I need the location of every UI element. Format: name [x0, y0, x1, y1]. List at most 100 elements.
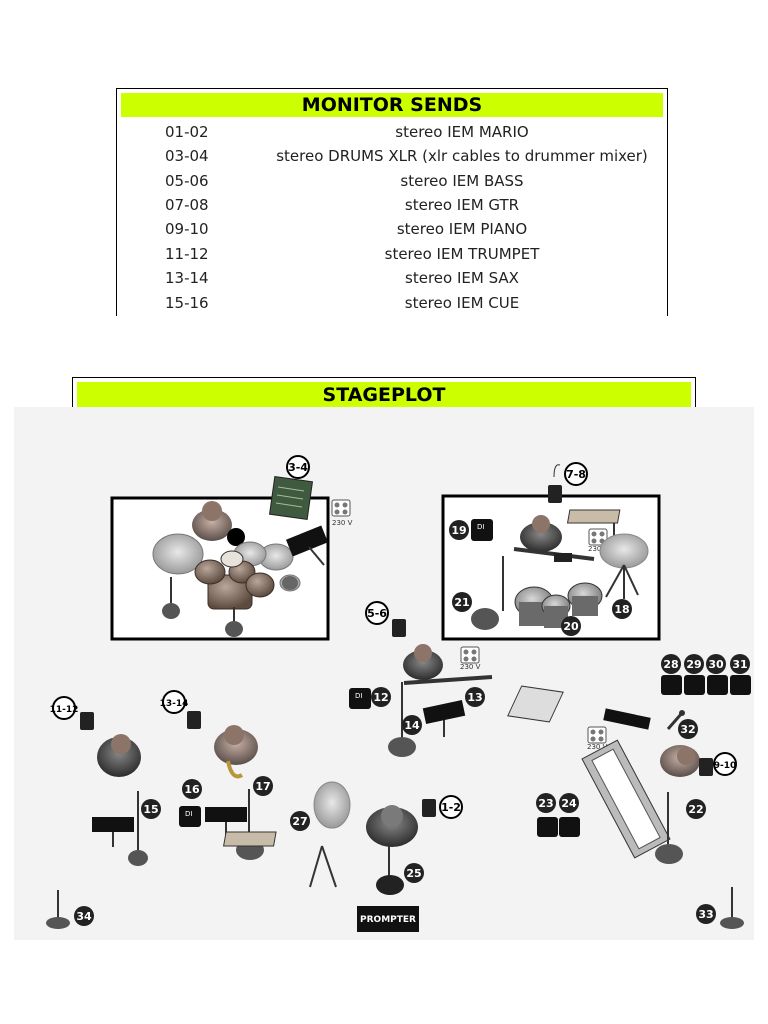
power-label: 230 V [587, 743, 608, 751]
cymbal-icon [152, 533, 204, 575]
di-box-icon: DI [179, 806, 201, 827]
iem-tag-label: 13-14 [160, 699, 189, 709]
marker [612, 599, 632, 619]
svg-text:15: 15 [143, 803, 158, 816]
guitarist-figure [513, 515, 595, 562]
mic-stand-icon [225, 607, 243, 637]
channel-cell: 15-16 [165, 294, 209, 312]
cymbal-stand-icon [605, 564, 639, 599]
table-row: 05-06 stereo IEM BASS [117, 172, 667, 194]
description-cell: stereo IEM CUE [404, 294, 520, 312]
marker [402, 715, 422, 735]
marker [452, 592, 472, 612]
svg-text:19: 19 [451, 524, 466, 537]
iem-tag [564, 462, 588, 486]
marker [371, 687, 391, 707]
marker [253, 776, 273, 796]
svg-text:21: 21 [454, 596, 469, 609]
bassist-figure [403, 644, 493, 685]
description-cell: stereo DRUMS XLR (xlr cables to drummer … [276, 147, 648, 165]
prompter-icon: PROMPTER [357, 906, 419, 932]
svg-text:31: 31 [732, 658, 747, 671]
iem-tag [286, 455, 310, 479]
channel-cell: 13-14 [165, 269, 209, 287]
marker [465, 687, 485, 707]
mic-stand-icon [128, 791, 148, 866]
power-label: 230 V [588, 545, 609, 553]
marker [290, 811, 310, 831]
marker [561, 616, 581, 636]
svg-text:17: 17 [255, 780, 270, 793]
stageplot-banner: STAGEPLOT [72, 377, 696, 407]
svg-text:24: 24 [561, 797, 577, 810]
cymbal-icon [599, 533, 649, 569]
cymbal-icon [313, 781, 351, 829]
description-cell: stereo IEM PIANO [396, 220, 528, 238]
marker [730, 654, 750, 674]
di-box-icon: DI [471, 519, 493, 541]
power-outlet-icon [587, 726, 607, 744]
marker [404, 863, 424, 883]
svg-text:14: 14 [404, 719, 420, 732]
table-row: 03-04 stereo DRUMS XLR (xlr cables to dru… [117, 147, 667, 169]
channel-cell: 09-10 [165, 220, 209, 238]
conga-icon [514, 582, 603, 628]
iem-tag-label: 5-6 [367, 607, 387, 620]
iem-tag-label: 3-4 [288, 461, 308, 474]
svg-text:13: 13 [467, 691, 482, 704]
svg-text:28: 28 [663, 658, 678, 671]
marker [182, 779, 202, 799]
power-outlet-icon [460, 646, 480, 664]
svg-text:27: 27 [292, 815, 307, 828]
mic-stand-icon [471, 556, 504, 630]
table-row: 01-02 stereo IEM MARIO [117, 123, 667, 145]
iem-tag-label: 7-8 [566, 468, 586, 481]
iem-tag [713, 752, 737, 776]
svg-text:18: 18 [614, 603, 629, 616]
drummer-figure [192, 501, 245, 546]
marker [706, 654, 726, 674]
marker [696, 904, 716, 924]
description-cell: stereo IEM BASS [400, 172, 524, 190]
iem-tag [162, 690, 186, 714]
svg-text:DI: DI [185, 810, 192, 818]
lead-singer-figure [366, 805, 418, 847]
laptop-icon [507, 685, 651, 730]
channel-cell: 11-12 [165, 245, 209, 263]
description-cell: stereo IEM MARIO [395, 123, 529, 141]
channel-cell: 01-02 [165, 123, 209, 141]
keyboard-player-figure [660, 745, 700, 777]
svg-text:30: 30 [708, 658, 724, 671]
marker [686, 799, 706, 819]
percussion-table-icon [566, 509, 621, 549]
svg-text:32: 32 [680, 723, 695, 736]
iem-pack-icon [187, 711, 201, 729]
description-cell: stereo IEM SAX [405, 269, 519, 287]
channel-cell: 03-04 [165, 147, 209, 165]
mic-stand-icon [388, 682, 416, 757]
iem-pack-icon [392, 619, 406, 637]
stage-plot-area: 230 V 3-4 7-8 DI [14, 407, 754, 940]
percussion-table-icon [223, 831, 337, 888]
marker [141, 799, 161, 819]
mic-stand-icon [655, 792, 683, 864]
stage-plot-drawing: 230 V 3-4 7-8 DI [46, 455, 751, 932]
svg-text:25: 25 [406, 867, 421, 880]
prompter-label: PROMPTER [360, 915, 416, 925]
marker [559, 793, 579, 813]
mic-stand-icon [720, 887, 744, 929]
drummer-mixer-icon [268, 475, 314, 521]
iem-tag [365, 601, 389, 625]
iem-pack-icon [422, 799, 436, 817]
table-row: 09-10 stereo IEM PIANO [117, 220, 667, 242]
marker [536, 793, 556, 813]
svg-text:22: 22 [688, 803, 703, 816]
microphone-icon [666, 710, 685, 730]
trumpet-player-figure [97, 734, 141, 777]
marker [449, 520, 469, 540]
mic-stand-icon [46, 890, 70, 929]
marker [661, 654, 681, 674]
table-row: 15-16 stereo IEM CUE [117, 294, 667, 316]
channel-cell: 05-06 [165, 172, 209, 190]
